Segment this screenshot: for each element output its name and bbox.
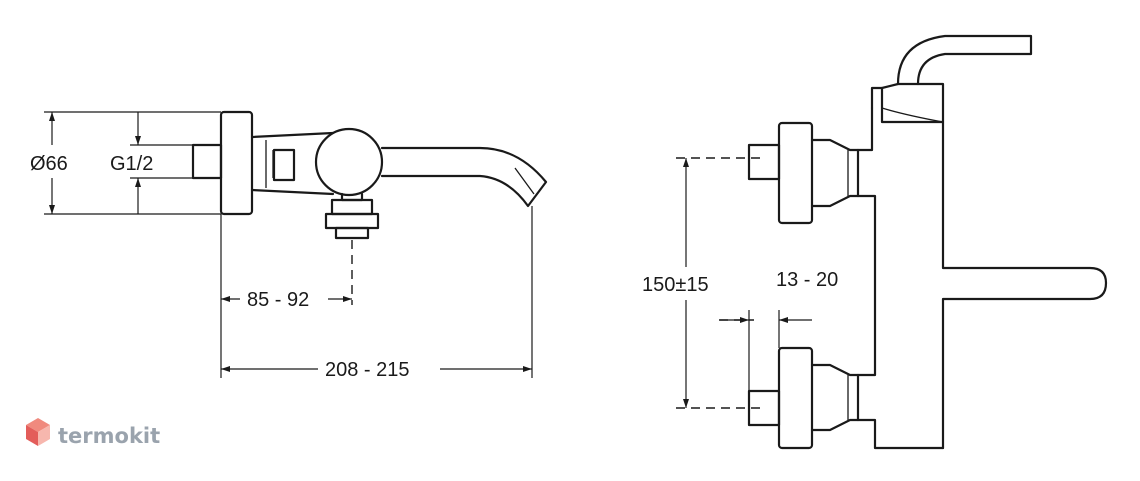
riser-pipe — [856, 106, 945, 450]
spout — [380, 146, 548, 208]
upper-inlet-stub — [747, 143, 781, 181]
cube-logo-icon — [26, 418, 50, 446]
dim-inlet-spacing: 150±15 — [642, 274, 709, 296]
lower-escutcheon — [777, 346, 814, 450]
diverter-knob — [314, 127, 384, 197]
mixer-body — [870, 86, 1108, 450]
lever-handle — [896, 34, 1033, 86]
front-view: 150±15 13 - 20 — [642, 34, 1108, 450]
hose-outlet — [324, 212, 380, 230]
body-nut — [272, 148, 296, 182]
dim-spout-offset: 85 - 92 — [247, 289, 309, 311]
upper-escutcheon — [777, 121, 814, 225]
watermark-text: termokit — [58, 424, 160, 448]
connector-stub — [191, 143, 223, 180]
diameter-label: Ø66 — [30, 153, 68, 175]
hose-nut — [330, 198, 374, 216]
dim-total-length: 208 - 215 — [325, 359, 410, 381]
wall-escutcheon — [219, 110, 254, 216]
body-pipe — [250, 131, 335, 196]
thread-label: G1/2 — [110, 153, 153, 175]
dim-wall-depth: 13 - 20 — [776, 269, 838, 291]
side-view: Ø66 G1/2 85 - 92 208 - 215 — [30, 110, 548, 381]
termokit-watermark: termokit — [26, 418, 160, 448]
